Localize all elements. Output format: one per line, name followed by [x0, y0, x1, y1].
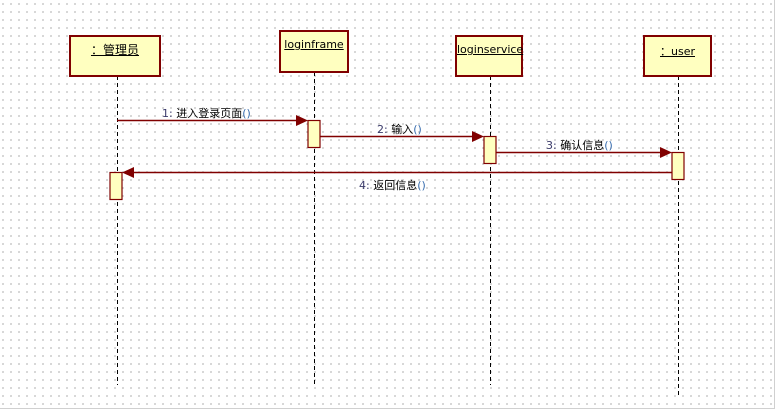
activation-admin[interactable] [109, 171, 123, 201]
arrowhead-icon [660, 147, 672, 158]
message-2-arrow[interactable] [320, 131, 484, 142]
object-loginframe[interactable]: loginframe [279, 30, 349, 73]
message-1-label: 1: 进入登录页面() [162, 105, 251, 121]
message-seq: 4: [359, 179, 370, 192]
message-text: 返回信息 [373, 179, 418, 192]
object-user[interactable]: ：user [643, 35, 712, 77]
arrowhead-icon [122, 167, 134, 178]
message-parens: () [413, 123, 422, 136]
message-4-arrow[interactable] [122, 167, 672, 178]
activation-loginframe[interactable] [307, 119, 321, 149]
object-loginservice[interactable]: loginservice [455, 35, 523, 77]
message-1-arrow[interactable] [117, 115, 308, 126]
message-seq: 3: [546, 139, 557, 152]
message-text: 确认信息 [560, 139, 605, 152]
arrowhead-icon [472, 131, 484, 142]
object-name: ：管理员 [90, 43, 139, 57]
message-text: 输入 [391, 123, 414, 136]
message-seq: 2: [377, 123, 388, 136]
object-name: loginframe [284, 38, 344, 51]
message-parens: () [417, 179, 426, 192]
activation-loginservice[interactable] [483, 135, 497, 165]
message-parens: () [242, 107, 251, 120]
activation-user[interactable] [671, 151, 685, 181]
object-admin[interactable]: ：管理员 [69, 35, 161, 77]
arrowhead-icon [296, 115, 308, 126]
message-seq: 1: [162, 107, 173, 120]
message-3-arrow[interactable] [496, 147, 672, 158]
object-name: loginservice [457, 43, 524, 56]
message-text: 进入登录页面 [176, 107, 243, 120]
message-3-label: 3: 确认信息() [546, 137, 613, 153]
message-parens: () [604, 139, 613, 152]
object-name: ：user [660, 45, 695, 58]
message-4-label: 4: 返回信息() [359, 177, 426, 193]
message-2-label: 2: 输入() [377, 121, 422, 137]
